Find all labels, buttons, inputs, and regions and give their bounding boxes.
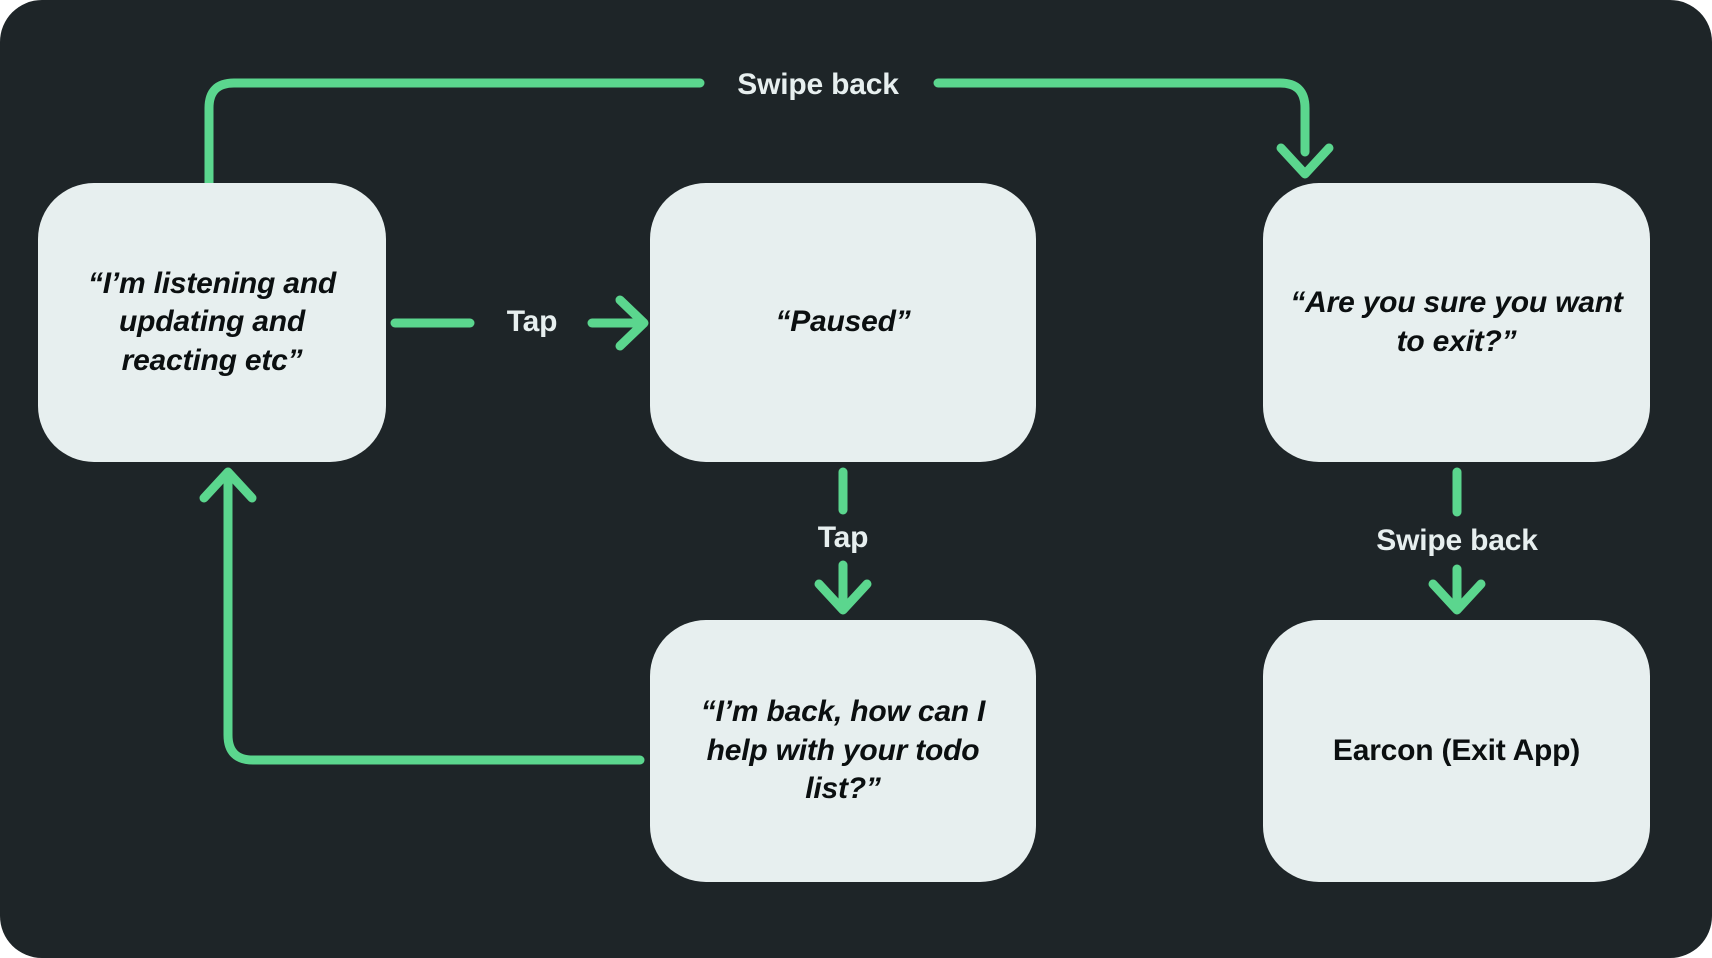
node-earcon[interactable]: Earcon (Exit App)	[1263, 620, 1650, 882]
arrowhead-down-earcon	[1428, 579, 1486, 615]
node-listening[interactable]: “I’m listening and updating and reacting…	[38, 183, 386, 462]
node-back-label: “I’m back, how can I help with your todo…	[700, 695, 986, 806]
edge-label-tap-listening-paused: Tap	[506, 305, 558, 338]
node-confirm-exit-label: “Are you sure you want to exit?”	[1290, 286, 1623, 358]
edge-label-swipe-back-top: Swipe back	[737, 68, 899, 101]
node-paused-label: “Paused”	[775, 305, 911, 339]
edge-label-tap-paused-back: Tap	[817, 521, 869, 554]
node-earcon-label: Earcon (Exit App)	[1332, 733, 1581, 767]
edge-path-left-segment	[204, 78, 705, 188]
edge-label-swipe-back-confirm-earcon: Swipe back	[1376, 524, 1538, 557]
arrowhead-down-back	[814, 579, 872, 615]
node-confirm-exit[interactable]: “Are you sure you want to exit?”	[1263, 183, 1650, 462]
node-paused[interactable]: “Paused”	[650, 183, 1036, 462]
edge-path-feedback-loop	[223, 473, 645, 765]
arrowhead-right-paused	[615, 295, 649, 351]
edge-path-right-segment	[933, 78, 1310, 157]
edge-back-to-listening	[199, 467, 645, 765]
arrowhead-down-confirm	[1276, 143, 1334, 179]
arrowhead-up-listening	[199, 467, 257, 503]
node-back[interactable]: “I’m back, how can I help with your todo…	[650, 620, 1036, 882]
node-listening-label: “I’m listening and updating and reacting…	[87, 266, 337, 377]
